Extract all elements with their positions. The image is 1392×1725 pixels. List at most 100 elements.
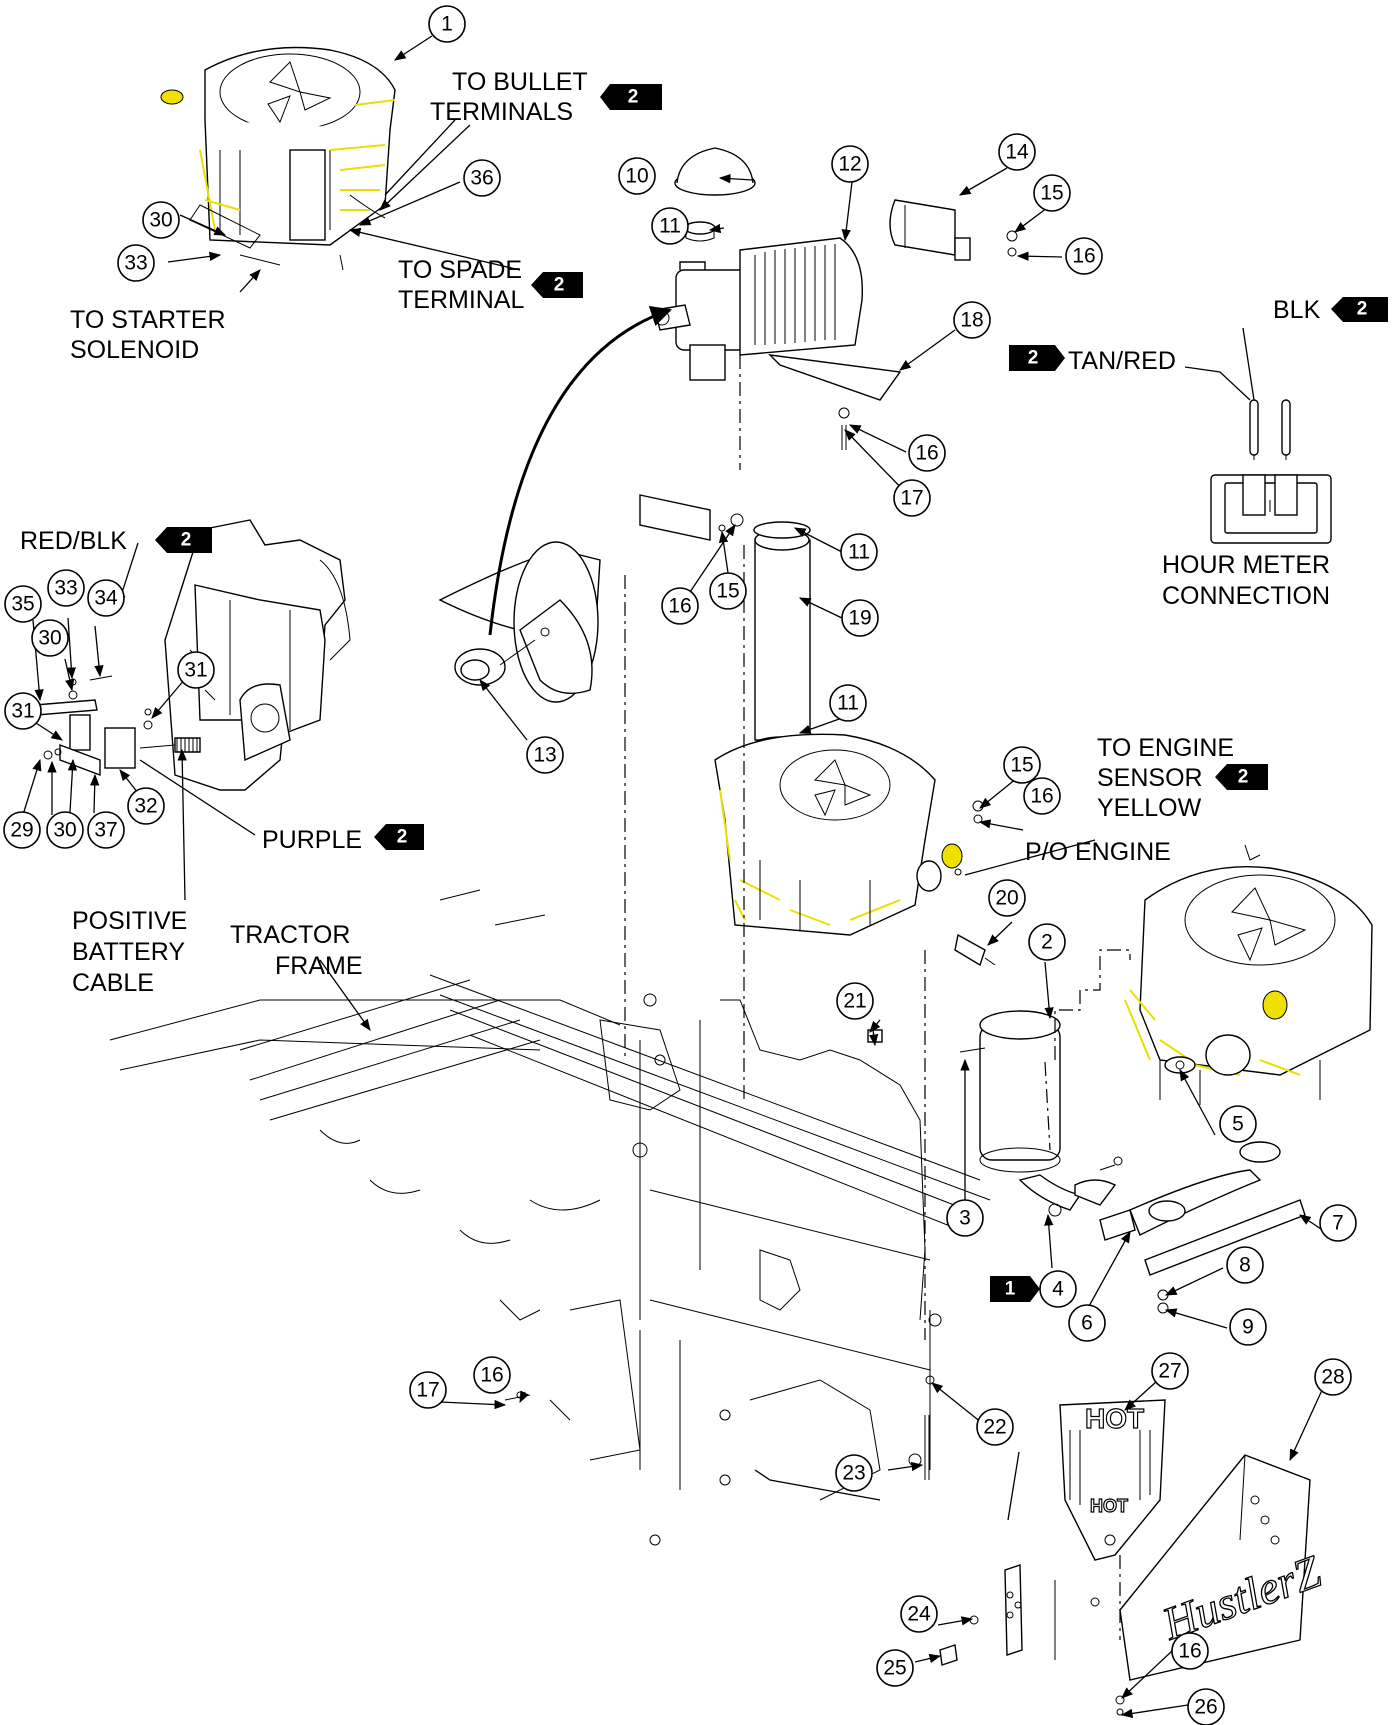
blk-label: BLK	[1273, 296, 1321, 324]
svg-text:17: 17	[900, 487, 923, 510]
flag-2-spade: 2	[531, 272, 583, 298]
callout-20: 20	[988, 879, 1026, 917]
svg-text:33: 33	[124, 252, 147, 275]
svg-text:17: 17	[416, 1379, 439, 1402]
svg-text:16: 16	[480, 1364, 503, 1387]
callout-15: 15	[1033, 174, 1071, 212]
to-engine-label-1: TO ENGINE	[1097, 734, 1234, 762]
callout-16: 16	[1065, 237, 1103, 275]
callout-16: 16	[661, 587, 699, 625]
engine-right	[1124, 844, 1373, 1105]
callout-11: 11	[651, 207, 689, 245]
svg-text:6: 6	[1081, 1312, 1093, 1335]
mounting-plate	[939, 1564, 1125, 1716]
callout-30: 30	[46, 811, 84, 849]
callout-8: 8	[1226, 1246, 1264, 1284]
callout-21: 21	[836, 982, 874, 1020]
svg-text:15: 15	[716, 580, 739, 603]
svg-text:2: 2	[181, 530, 192, 551]
flag-1-muffler: 1	[990, 1276, 1040, 1302]
svg-text:1: 1	[441, 13, 453, 36]
svg-text:23: 23	[842, 1462, 865, 1485]
svg-text:30: 30	[149, 209, 172, 232]
to-bullet-label-2: TERMINALS	[430, 98, 573, 126]
callout-29: 29	[3, 811, 41, 849]
po-engine-label: P/O ENGINE	[1025, 838, 1171, 866]
leader-lines	[21, 35, 1324, 1719]
svg-text:16: 16	[1030, 785, 1053, 808]
relay-assembly	[34, 675, 201, 777]
svg-text:1: 1	[1005, 1279, 1016, 1300]
svg-text:8: 8	[1239, 1254, 1251, 1277]
hour-meter-connector	[1210, 399, 1332, 544]
svg-text:10: 10	[625, 165, 648, 188]
svg-text:2: 2	[554, 275, 565, 296]
flag-2-bullet: 2	[600, 84, 662, 110]
yellow-label: YELLOW	[1097, 794, 1202, 822]
to-starter-label-2: SOLENOID	[70, 336, 199, 364]
hour-meter-label-1: HOUR METER	[1162, 551, 1330, 579]
svg-text:15: 15	[1010, 754, 1033, 777]
purple-label: PURPLE	[262, 826, 362, 854]
svg-text:16: 16	[915, 442, 938, 465]
callout-17: 17	[893, 479, 931, 517]
callout-19: 19	[841, 599, 879, 637]
svg-text:9: 9	[1242, 1316, 1254, 1339]
annotation-labels: TO BULLET TERMINALS TO SPADE TERMINAL TO…	[20, 68, 1330, 997]
svg-text:16: 16	[1178, 1640, 1201, 1663]
svg-text:31: 31	[184, 659, 207, 682]
svg-text:15: 15	[1040, 182, 1063, 205]
flag-2-purple: 2	[374, 824, 424, 850]
svg-text:37: 37	[94, 819, 117, 842]
to-engine-label-2: SENSOR	[1097, 764, 1203, 792]
svg-text:11: 11	[837, 692, 859, 715]
red-blk-label: RED/BLK	[20, 527, 127, 555]
svg-text:25: 25	[883, 1657, 906, 1680]
tan-red-label: TAN/RED	[1068, 347, 1176, 375]
callout-10: 10	[618, 157, 656, 195]
callout-14: 14	[998, 133, 1036, 171]
engine-top-left	[160, 46, 396, 271]
callout-9: 9	[1229, 1308, 1267, 1346]
frame-fasteners	[504, 1029, 935, 1480]
callout-15: 15	[1003, 746, 1041, 784]
svg-text:2: 2	[628, 87, 639, 108]
callout-32: 32	[127, 787, 165, 825]
svg-text:2: 2	[1238, 767, 1249, 788]
callout-33: 33	[47, 569, 85, 607]
tractor-frame-label-2: FRAME	[275, 952, 363, 980]
svg-text:34: 34	[94, 587, 118, 610]
callout-30: 30	[31, 619, 69, 657]
hot-label-lower: HOT	[1090, 1496, 1128, 1516]
svg-text:2: 2	[1357, 299, 1368, 320]
callout-6: 6	[1068, 1304, 1106, 1342]
svg-text:32: 32	[134, 795, 157, 818]
callout-22: 22	[976, 1408, 1014, 1446]
callout-30: 30	[142, 201, 180, 239]
callout-13: 13	[526, 736, 564, 774]
callout-25: 25	[876, 1649, 914, 1687]
positive-battery-label-3: CABLE	[72, 969, 154, 997]
reference-flags: 2 2 2 2 2 2 2 1	[155, 84, 1388, 1302]
svg-text:33: 33	[54, 577, 77, 600]
callout-37: 37	[87, 811, 125, 849]
control-bracket	[164, 519, 351, 791]
callout-16: 16	[1023, 777, 1061, 815]
svg-text:14: 14	[1005, 141, 1029, 164]
svg-text:30: 30	[38, 627, 61, 650]
callout-35: 35	[4, 585, 42, 623]
callout-28: 28	[1314, 1358, 1352, 1396]
svg-text:20: 20	[995, 887, 1018, 910]
engine-center	[714, 733, 996, 967]
tractor-frame	[109, 355, 991, 1546]
callout-15: 15	[709, 572, 747, 610]
to-bullet-label-1: TO BULLET	[452, 68, 588, 96]
svg-text:2: 2	[1028, 348, 1039, 369]
callout-11: 11	[840, 533, 878, 571]
svg-text:21: 21	[843, 990, 866, 1013]
callout-24: 24	[900, 1595, 938, 1633]
svg-text:2: 2	[1041, 931, 1053, 954]
flag-2-red-blk: 2	[155, 527, 212, 553]
svg-text:36: 36	[470, 167, 493, 190]
